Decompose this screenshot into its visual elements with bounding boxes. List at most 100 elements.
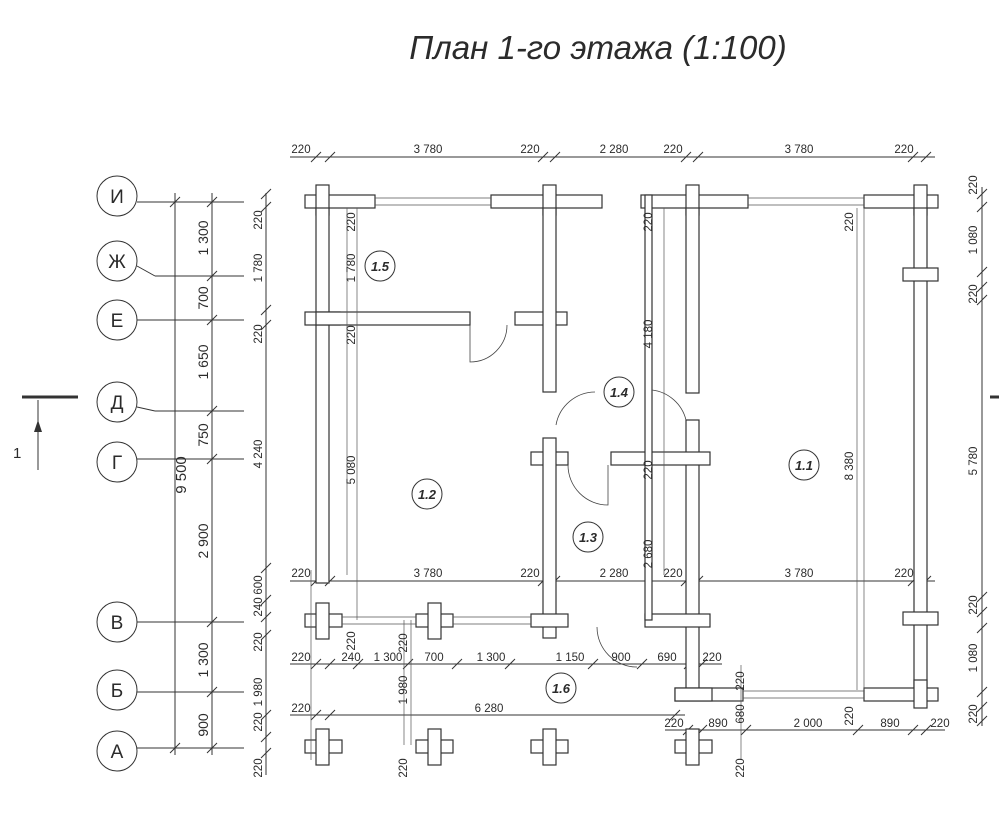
- svg-text:220: 220: [968, 175, 980, 194]
- axis-bubble-i: И: [96, 175, 244, 217]
- right-dimension-chain: 220 1 080 220 5 780 220 1 080 220: [968, 175, 988, 727]
- svg-text:1.1: 1.1: [795, 458, 813, 473]
- svg-text:9 500: 9 500: [173, 456, 190, 494]
- walls: [304, 184, 939, 766]
- svg-text:2 000: 2 000: [794, 718, 823, 730]
- svg-text:220: 220: [346, 631, 358, 650]
- svg-text:220: 220: [520, 568, 539, 580]
- svg-text:В: В: [111, 613, 124, 634]
- svg-text:Е: Е: [111, 311, 124, 332]
- svg-text:220: 220: [844, 706, 856, 725]
- svg-text:220: 220: [664, 718, 683, 730]
- svg-text:1.5: 1.5: [371, 259, 390, 274]
- svg-text:220: 220: [968, 284, 980, 303]
- svg-text:220: 220: [291, 144, 310, 156]
- svg-text:220: 220: [844, 212, 856, 231]
- svg-text:4 180: 4 180: [643, 320, 655, 349]
- lower-dimension-row: 220 240 1 300 700 1 300 1 150 900 690 22…: [290, 652, 722, 670]
- top-dimension-chain: 220 3 780 220 2 280 220 3 780 220: [290, 144, 935, 163]
- plan-title: План 1-го этажа (1:100): [409, 29, 786, 66]
- svg-text:220: 220: [663, 144, 682, 156]
- axis-bubble-d: Д: [96, 381, 244, 423]
- svg-text:Ж: Ж: [108, 252, 126, 273]
- svg-text:220: 220: [702, 652, 721, 664]
- svg-text:1 300: 1 300: [374, 652, 403, 664]
- svg-text:220: 220: [398, 633, 410, 652]
- svg-text:1.3: 1.3: [579, 530, 598, 545]
- svg-text:220: 220: [346, 325, 358, 344]
- svg-text:220: 220: [643, 460, 655, 479]
- svg-text:1 980: 1 980: [398, 676, 410, 705]
- svg-text:1 300: 1 300: [195, 220, 211, 255]
- svg-text:1 780: 1 780: [253, 254, 265, 283]
- room-labels: 1.5 1.4 1.1 1.2 1.3 1.6: [364, 250, 820, 704]
- svg-text:220: 220: [291, 652, 310, 664]
- svg-text:5 780: 5 780: [968, 447, 980, 476]
- svg-text:1 780: 1 780: [346, 254, 358, 283]
- svg-text:220: 220: [735, 758, 747, 777]
- svg-text:1.2: 1.2: [418, 487, 437, 502]
- axis-bubble-v: В: [96, 601, 244, 643]
- svg-text:3 780: 3 780: [414, 144, 443, 156]
- svg-text:Б: Б: [111, 681, 123, 702]
- svg-text:220: 220: [398, 758, 410, 777]
- svg-text:5 080: 5 080: [346, 456, 358, 485]
- svg-text:2 680: 2 680: [643, 540, 655, 569]
- svg-text:600: 600: [253, 575, 265, 594]
- svg-text:220: 220: [253, 712, 265, 731]
- door-swings: [469, 324, 687, 668]
- svg-text:1.6: 1.6: [552, 681, 571, 696]
- middle-dimension-chain: 220 3 780 220 2 280 220 3 780 220: [290, 568, 935, 587]
- svg-text:3 780: 3 780: [785, 144, 814, 156]
- axis-bubble-g: Г: [96, 441, 244, 483]
- svg-text:1 650: 1 650: [195, 344, 211, 379]
- porch-dimension-row: 220 6 280 220 890 2 000 890 220: [290, 703, 950, 736]
- svg-text:220: 220: [643, 212, 655, 231]
- svg-text:1 300: 1 300: [477, 652, 506, 664]
- axis-bubbles: И Ж Е Д Г В Б А: [96, 175, 244, 772]
- svg-text:220: 220: [291, 703, 310, 715]
- svg-text:220: 220: [253, 758, 265, 777]
- section-mark: 1: [13, 395, 78, 470]
- section-mark-label: 1: [13, 445, 21, 462]
- svg-text:3 780: 3 780: [414, 568, 443, 580]
- svg-text:750: 750: [195, 423, 211, 447]
- svg-text:680: 680: [735, 704, 747, 723]
- room-1-5: 1.5: [364, 250, 396, 282]
- svg-text:900: 900: [611, 652, 630, 664]
- svg-text:700: 700: [195, 286, 211, 310]
- svg-text:220: 220: [663, 568, 682, 580]
- svg-text:220: 220: [930, 718, 949, 730]
- room-1-4: 1.4: [603, 376, 635, 408]
- svg-text:220: 220: [346, 212, 358, 231]
- room-1-2: 1.2: [411, 478, 443, 510]
- svg-text:И: И: [110, 187, 124, 208]
- interior-dimensions: 220 1 780 220 5 080 220 4 180 220 2 680 …: [346, 208, 865, 778]
- svg-text:220: 220: [735, 671, 747, 690]
- svg-text:2 900: 2 900: [195, 523, 211, 558]
- svg-text:700: 700: [424, 652, 443, 664]
- room-1-1: 1.1: [788, 449, 820, 481]
- svg-text:А: А: [111, 742, 124, 763]
- svg-text:890: 890: [708, 718, 727, 730]
- svg-text:6 280: 6 280: [475, 703, 504, 715]
- svg-text:220: 220: [968, 704, 980, 723]
- svg-text:1 080: 1 080: [968, 226, 980, 255]
- axis-bubble-zh: Ж: [96, 240, 244, 282]
- svg-text:220: 220: [253, 210, 265, 229]
- svg-text:Д: Д: [111, 393, 124, 414]
- room-1-6: 1.6: [545, 672, 577, 704]
- svg-text:220: 220: [291, 568, 310, 580]
- svg-text:240: 240: [341, 652, 360, 664]
- room-1-3: 1.3: [572, 521, 604, 553]
- svg-text:220: 220: [253, 324, 265, 343]
- left-dimension-chains: 9 500 1 300 700 1 650 750 2 900 1 300 90…: [169, 188, 272, 778]
- svg-text:Г: Г: [112, 453, 122, 474]
- svg-text:220: 220: [894, 144, 913, 156]
- svg-text:3 780: 3 780: [785, 568, 814, 580]
- svg-text:1 300: 1 300: [195, 642, 211, 677]
- svg-text:220: 220: [253, 632, 265, 651]
- svg-text:890: 890: [880, 718, 899, 730]
- svg-text:900: 900: [195, 713, 211, 737]
